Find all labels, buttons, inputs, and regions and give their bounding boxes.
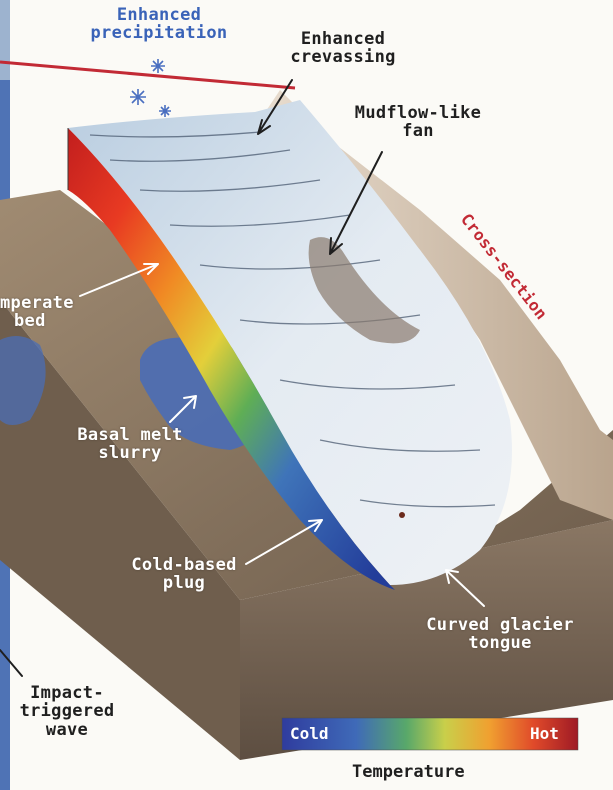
label-mudflow-fan: Mudflow-like fan [340,104,496,141]
cross-section-line [0,62,295,88]
label-temperate-bed: mperate bed [0,294,82,331]
label-enhanced-crevassing: Enhanced crevassing [278,30,408,67]
label-basal-melt-slurry: Basal melt slurry [68,426,192,463]
label-curved-glacier-tongue: Curved glacier tongue [414,616,586,653]
label-enhanced-precipitation: Enhanced precipitation [88,6,230,43]
legend-hot-label: Hot [530,724,559,743]
label-impact-wave: Impact- triggered wave [8,684,126,739]
snowflake-icon [130,59,171,117]
legend-title: Temperature [352,762,465,782]
legend-cold-label: Cold [290,724,329,743]
label-cold-based-plug: Cold-based plug [118,556,250,593]
debris-spot [399,512,405,518]
sea-strip-light [0,0,10,80]
